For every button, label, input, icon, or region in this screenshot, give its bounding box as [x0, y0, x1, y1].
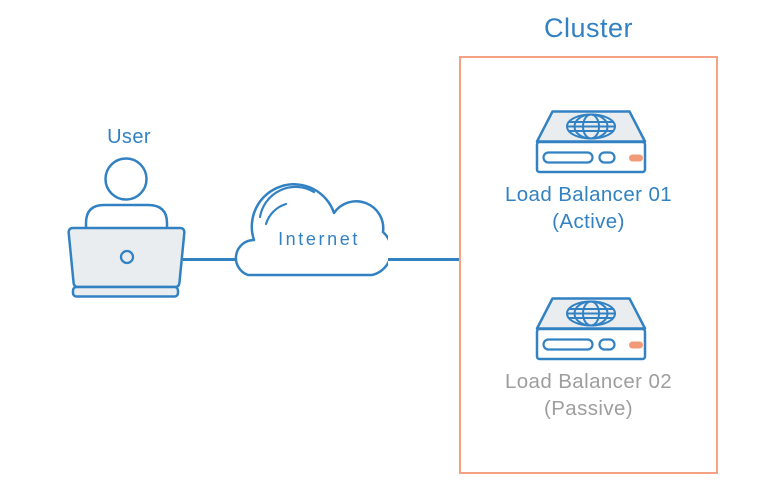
cluster-box: [459, 56, 718, 474]
globe-icon: [566, 300, 616, 327]
load-balancer-1-state: (Active): [552, 210, 625, 233]
person-at-laptop-icon: [67, 157, 186, 298]
load-balancer-1-server-icon: [535, 110, 647, 174]
led-indicator: [629, 154, 643, 162]
load-balancer-2-server-icon: [535, 297, 647, 361]
server-drive-slot: [542, 338, 594, 351]
laptop-base: [71, 285, 180, 298]
load-balancer-1-name: Load Balancer 01: [504, 183, 673, 206]
cloud-outline: [234, 183, 388, 277]
globe-icon: [566, 113, 616, 140]
internet-cloud-icon: [234, 183, 388, 277]
load-balancer-2-state: (Passive): [543, 397, 634, 420]
laptop-logo-icon: [119, 249, 135, 265]
server-button: [598, 151, 616, 164]
cluster-title: Cluster: [543, 13, 634, 43]
led-indicator: [629, 341, 643, 349]
server-button: [598, 338, 616, 351]
load-balancer-2-label: Load Balancer 02 (Passive): [459, 368, 718, 422]
server-drive-slot: [542, 151, 594, 164]
user-head: [104, 157, 148, 201]
cloud-highlight-long: [258, 185, 316, 219]
cloud-highlight-short: [264, 202, 288, 226]
load-balancer-2-name: Load Balancer 02: [504, 370, 673, 393]
laptop-lid: [67, 226, 186, 289]
internet-label: Internet: [278, 229, 360, 249]
user-label: User: [107, 126, 151, 148]
load-balancer-1-label: Load Balancer 01 (Active): [459, 181, 718, 235]
